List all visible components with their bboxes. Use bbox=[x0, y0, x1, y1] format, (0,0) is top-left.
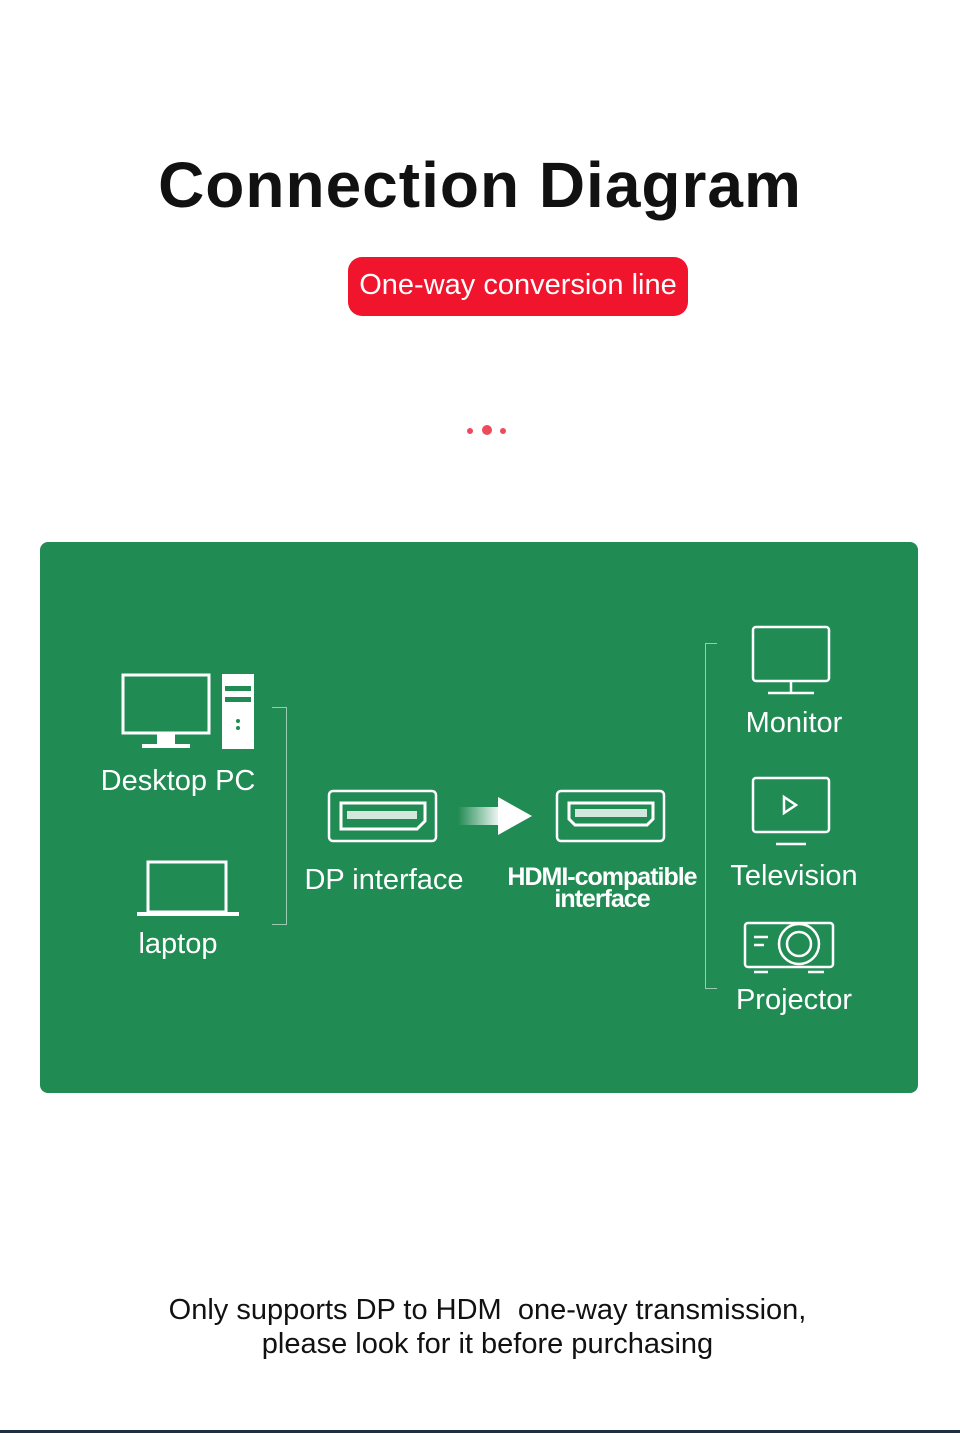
projector-icon bbox=[743, 921, 835, 974]
bottom-divider bbox=[0, 1430, 960, 1433]
source-bracket bbox=[272, 707, 287, 925]
monitor-icon bbox=[751, 625, 831, 695]
purchase-note: Only supports DP to HDM one-way transmis… bbox=[0, 1293, 960, 1361]
note-line1: Only supports DP to HDM one-way transmis… bbox=[168, 1294, 807, 1326]
hdmi-port-icon bbox=[555, 789, 666, 843]
one-way-badge: One-way conversion line bbox=[348, 257, 688, 316]
page-title: Connection Diagram bbox=[158, 149, 802, 221]
projector-label: Projector bbox=[735, 984, 853, 1016]
arrow-right-icon bbox=[458, 797, 532, 835]
laptop-icon bbox=[137, 860, 239, 916]
target-bracket bbox=[705, 643, 717, 989]
hdmi-interface-label: HDMI-compatible interface bbox=[498, 863, 706, 913]
hdmi-label-line2: interface bbox=[554, 885, 650, 913]
note-line2: please look for it before purchasing bbox=[261, 1328, 714, 1360]
desktop-pc-label: Desktop PC bbox=[100, 765, 256, 797]
hdmi-label-line1: HDMI-compatible bbox=[507, 863, 697, 891]
television-icon bbox=[751, 776, 831, 846]
desktop-pc-icon bbox=[121, 673, 254, 749]
laptop-label: laptop bbox=[138, 928, 218, 960]
displayport-icon bbox=[327, 789, 438, 843]
television-label: Television bbox=[730, 860, 858, 892]
monitor-label: Monitor bbox=[745, 707, 843, 739]
dp-interface-label: DP interface bbox=[304, 864, 464, 896]
